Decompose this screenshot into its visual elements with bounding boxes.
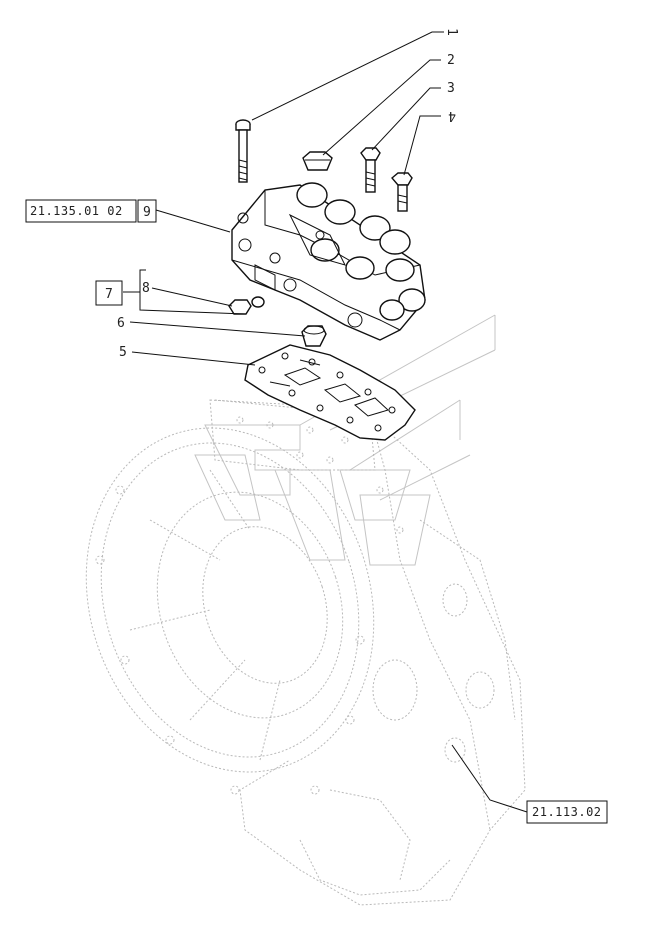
leader-lines [123, 31, 528, 813]
ref-label-housing: 21.113.02 [532, 805, 602, 819]
callout-1: 1 [444, 28, 459, 36]
callout-2: 2 [447, 53, 455, 68]
callout-4: 4 [448, 108, 456, 123]
ref-box-valve-body: 21.135.01 02 9 [25, 199, 157, 223]
valve-body-assembly [231, 182, 426, 341]
solenoid-cylinders [296, 182, 426, 321]
ref-label-valve-body: 21.135.01 02 [30, 204, 123, 218]
callout-labels: 1 2 3 4 5 6 8 [117, 28, 459, 360]
ref-box-part-7: 7 [95, 280, 123, 306]
plug-part-8 [228, 296, 265, 315]
callout-8: 8 [142, 281, 150, 296]
transmission-housing [85, 399, 526, 906]
callout-5: 5 [119, 345, 127, 360]
callout-3: 3 [447, 81, 455, 96]
bolt-part-4 [391, 172, 413, 212]
watermark-logo [194, 314, 496, 566]
callout-9: 9 [143, 205, 151, 220]
bolt-part-3 [360, 147, 381, 193]
callout-6: 6 [117, 316, 125, 331]
plug-part-2 [302, 151, 333, 171]
plug-part-6 [301, 325, 327, 347]
ref-box-housing: 21.113.02 [526, 800, 608, 824]
gasket-part [244, 344, 416, 441]
callout-7: 7 [105, 287, 113, 302]
bolt-part-1 [235, 119, 251, 183]
